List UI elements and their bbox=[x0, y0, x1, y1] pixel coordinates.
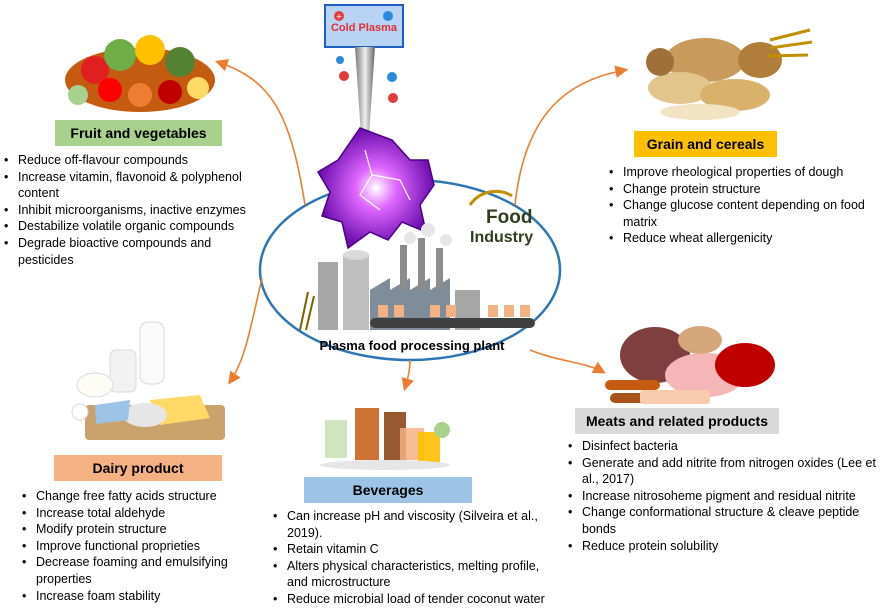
list-item: Retain vitamin C bbox=[271, 541, 563, 558]
arrow-to-fruit bbox=[214, 59, 306, 206]
list-item: Reduce microbial load of tender coconut … bbox=[271, 591, 563, 608]
arrow-to-beverages bbox=[401, 359, 414, 392]
list-item: Change free fatty acids structure bbox=[20, 488, 260, 505]
list-item: Reduce wheat allergenicity bbox=[607, 230, 879, 247]
food-industry-line2: Industry bbox=[470, 229, 534, 246]
dairy-product-list: Change free fatty acids structure Increa… bbox=[20, 488, 260, 604]
factory-icon bbox=[299, 189, 535, 331]
list-item: Change protein structure bbox=[607, 181, 879, 198]
list-item: Can increase pH and viscosity (Silveira … bbox=[271, 508, 563, 541]
arrow-to-dairy bbox=[228, 277, 263, 385]
list-item: Degrade bioactive compounds and pesticid… bbox=[2, 235, 264, 268]
grain-cereals-image bbox=[646, 28, 813, 120]
list-item: Disinfect bacteria bbox=[566, 438, 882, 455]
list-item: Increase vitamin, flavonoid & polyphenol… bbox=[2, 169, 264, 202]
plasma-needle-icon: + bbox=[324, 4, 404, 150]
meats-image bbox=[605, 326, 775, 404]
grain-cereals-label: Grain and cereals bbox=[634, 131, 777, 157]
dairy-image bbox=[71, 321, 225, 440]
beverages-label: Beverages bbox=[304, 477, 472, 503]
food-industry-line1: Food bbox=[486, 207, 533, 228]
list-item: Destabilize volatile organic compounds bbox=[2, 218, 264, 235]
cold-plasma-label: Cold Plasma bbox=[330, 22, 398, 34]
list-item: Change conformational structure & cleave… bbox=[566, 504, 882, 537]
fruit-vegetables-list: Reduce off-flavour compounds Increase vi… bbox=[2, 152, 264, 268]
list-item: Generate and add nitrite from nitrogen o… bbox=[566, 455, 882, 488]
grain-cereals-list: Improve rheological properties of dough … bbox=[607, 164, 879, 247]
dairy-product-label: Dairy product bbox=[54, 455, 222, 481]
list-item: Improve rheological properties of dough bbox=[607, 164, 879, 181]
food-industry-label: Food Industry bbox=[470, 208, 550, 248]
list-item: Change glucose content depending on food… bbox=[607, 197, 879, 230]
svg-text:+: + bbox=[336, 12, 343, 21]
list-item: Increase foam stability bbox=[20, 588, 260, 605]
arrow-to-meats bbox=[529, 349, 606, 374]
list-item: Reduce protein solubility bbox=[566, 538, 882, 555]
fruit-vegetables-image bbox=[65, 35, 215, 112]
plant-label: Plasma food processing plant bbox=[319, 338, 505, 353]
list-item: Modify protein structure bbox=[20, 521, 260, 538]
list-item: Alters physical characteristics, melting… bbox=[271, 558, 563, 591]
meats-label: Meats and related products bbox=[575, 408, 779, 434]
beverages-list: Can increase pH and viscosity (Silveira … bbox=[271, 508, 563, 608]
meats-list: Disinfect bacteria Generate and add nitr… bbox=[566, 438, 882, 554]
plasma-discharge-icon bbox=[316, 127, 435, 250]
beverages-image bbox=[320, 408, 450, 470]
list-item: Increase total aldehyde bbox=[20, 505, 260, 522]
list-item: Decrease foaming and emulsifying propert… bbox=[20, 554, 260, 587]
list-item: Improve functional proprieties bbox=[20, 538, 260, 555]
list-item: Inhibit microorganisms, inactive enzymes bbox=[2, 202, 264, 219]
list-item: Reduce off-flavour compounds bbox=[2, 152, 264, 169]
fruit-vegetables-label: Fruit and vegetables bbox=[55, 120, 222, 146]
list-item: Increase nitrosoheme pigment and residua… bbox=[566, 488, 882, 505]
arrow-to-grain bbox=[514, 65, 629, 206]
